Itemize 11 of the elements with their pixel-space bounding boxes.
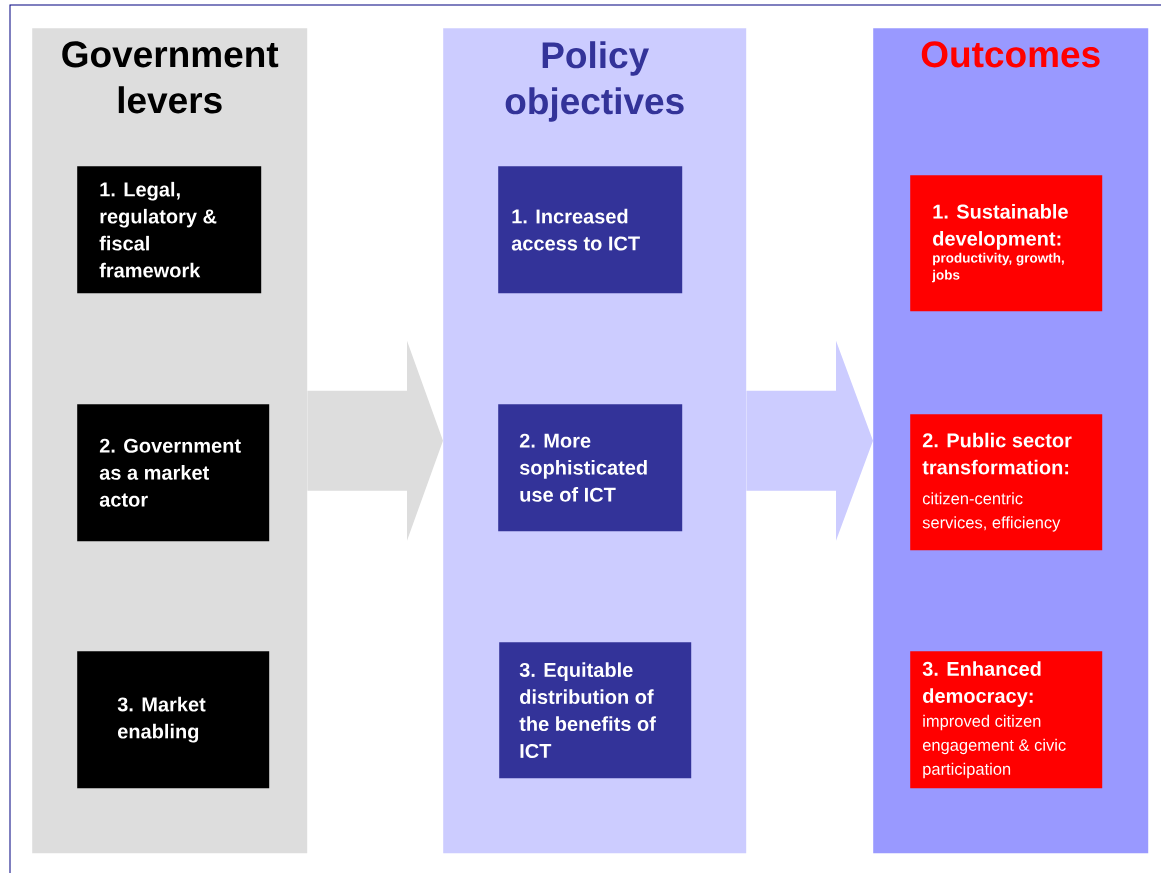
text-box: 2. Government as a market actor	[77, 404, 270, 542]
text-box: 3. Equitable distribution of the benefits of ICT	[499, 642, 692, 779]
block-arrow	[307, 340, 443, 541]
text-box: 2. More sophisticated use of ICT	[498, 404, 683, 532]
block-arrow	[746, 340, 873, 541]
text-box: 3. Enhanced democracy: improved citizen engagement & civic participation	[910, 651, 1103, 789]
text-box: 1. Sustainable development: productivity, growth, jobs	[910, 175, 1103, 312]
text-box: 1. Legal, regulatory & fiscal framework	[77, 166, 262, 294]
text-box: 2. Public sector transformation: citizen-centric services, efficiency	[910, 414, 1103, 551]
text-box: 1. Increased access to ICT	[498, 166, 683, 294]
text-box: 3. Market enabling	[77, 651, 270, 789]
